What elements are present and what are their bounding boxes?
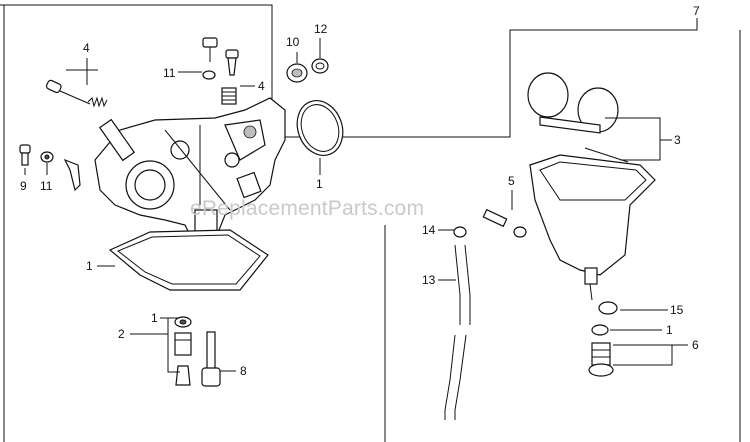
throttle-stop-screw (45, 79, 108, 108)
seal-parts-10-12 (286, 58, 329, 83)
callout-1-jet: 1 (151, 311, 158, 325)
callout-5: 5 (508, 174, 515, 188)
callout-2: 2 (118, 327, 125, 341)
float-assembly (527, 72, 629, 163)
callout-3: 3 (674, 133, 681, 147)
float-bowl-group-bracket (357, 18, 698, 138)
callout-1-gasket-top: 1 (316, 177, 323, 191)
callout-9: 9 (20, 179, 27, 193)
float-valve (453, 208, 527, 238)
float-chamber-gasket (108, 229, 269, 291)
leader-lines (24, 38, 688, 373)
drain-screw (588, 301, 618, 377)
callout-4-mid: 4 (258, 79, 265, 93)
small-screws-left (19, 144, 81, 192)
callout-11-top: 11 (163, 66, 176, 80)
float-bowl (529, 154, 656, 301)
callout-14: 14 (422, 223, 436, 237)
callout-7: 7 (693, 4, 700, 18)
pilot-screw-parts (202, 37, 239, 105)
callout-11-left: 11 (40, 179, 53, 193)
o-ring-gasket (296, 100, 344, 156)
callout-1-gasket-bottom: 1 (86, 259, 93, 273)
jets-bottom (174, 316, 221, 387)
callout-15: 15 (670, 303, 684, 317)
callout-12: 12 (314, 22, 328, 36)
watermark-text: eReplacementParts.com (190, 197, 425, 220)
carburetor-body (94, 97, 286, 249)
callout-1-drain: 1 (666, 323, 673, 337)
callout-10: 10 (286, 35, 300, 49)
callout-8: 8 (240, 364, 247, 378)
callout-13: 13 (422, 273, 436, 287)
callout-6: 6 (692, 338, 699, 352)
callout-4-top: 4 (83, 41, 90, 55)
fuel-tube (454, 244, 461, 325)
